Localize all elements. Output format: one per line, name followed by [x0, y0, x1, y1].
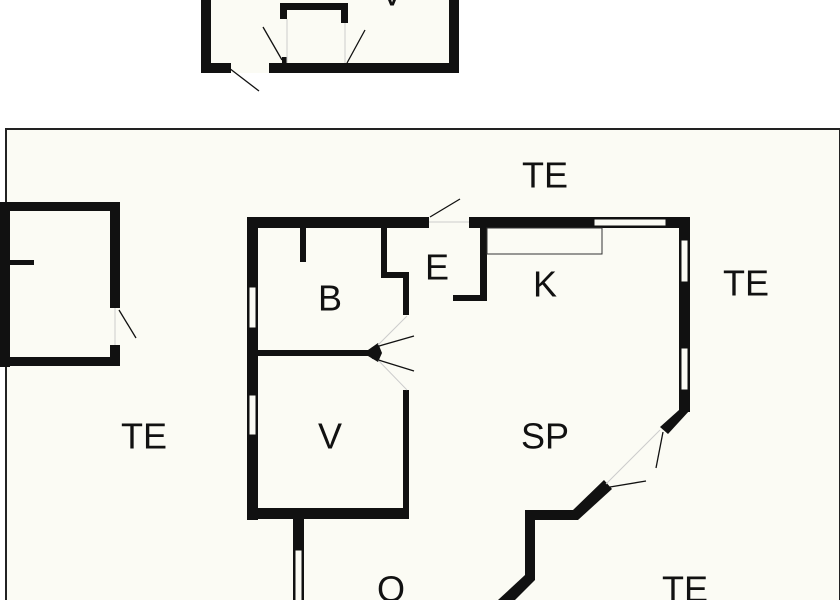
room-label-top-v: V — [380, 0, 404, 14]
door-swing-icon — [262, 26, 283, 61]
door-swing-icon — [429, 198, 461, 218]
label-terrace-bottom: TE — [662, 569, 708, 600]
top-building: V — [201, 0, 459, 92]
label-bedroom: V — [318, 416, 342, 457]
plot-boundary — [5, 128, 840, 600]
window — [248, 286, 257, 329]
label-bathroom: B — [318, 278, 342, 319]
door-swing-icon — [655, 431, 664, 469]
window — [294, 549, 303, 600]
kitchen-counter — [486, 227, 603, 255]
door-swing-icon — [609, 480, 647, 488]
label-terrace-right: TE — [723, 263, 769, 304]
label-living: SP — [521, 416, 569, 457]
label-terrace-top: TE — [522, 155, 568, 196]
door-swing-icon — [371, 357, 415, 372]
door-swing-icon — [228, 67, 260, 92]
window — [680, 347, 689, 391]
label-terrace-left: TE — [121, 416, 167, 457]
door-swing-icon — [118, 309, 137, 339]
window — [248, 394, 257, 436]
door-swing-icon — [346, 29, 366, 64]
label-other: O — [377, 569, 405, 600]
label-kitchen: K — [533, 264, 557, 305]
door-swing-icon — [371, 335, 415, 349]
window — [593, 218, 667, 227]
left-building — [0, 202, 137, 367]
main-house — [247, 198, 690, 600]
window — [680, 239, 689, 283]
label-entrance: E — [425, 247, 449, 288]
